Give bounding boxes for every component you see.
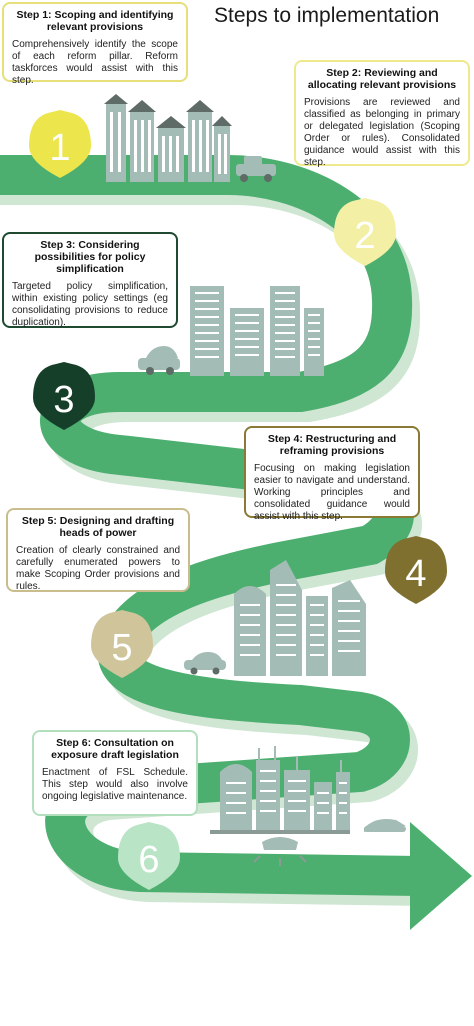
- step-number-4: 4: [405, 553, 426, 595]
- car-1: [236, 156, 276, 182]
- step-1-box: Step 1: Scoping and identifying relevant…: [2, 2, 188, 86]
- step-6-heading: Step 6: Consultation on exposure draft l…: [51, 737, 179, 761]
- step-4-heading: Step 4: Restructuring and reframing prov…: [267, 433, 397, 457]
- step-1-heading: Step 1: Scoping and identifying relevant…: [16, 9, 174, 33]
- step-marker-3: [33, 362, 95, 430]
- step-2-box: Step 2: Reviewing and allocating relevan…: [294, 60, 470, 168]
- step-4-body: Focusing on making legislation easier to…: [254, 463, 410, 522]
- page-title: Steps to implementation: [214, 4, 440, 27]
- step-number-2: 2: [354, 215, 375, 257]
- step-number-6: 6: [138, 839, 159, 881]
- step-marker-1: [29, 110, 91, 178]
- step-marker-6: [118, 822, 180, 890]
- step-2-body: Provisions are reviewed and classified a…: [304, 97, 460, 168]
- step-3-heading: Step 3: Considering possibilities for po…: [34, 239, 146, 275]
- car-4: [364, 819, 406, 832]
- building-windows-1: [110, 112, 227, 174]
- step-6-body: Enactment of FSL Schedule. This step wou…: [42, 767, 188, 802]
- building-windows-4: [226, 770, 347, 814]
- step-5-body: Creation of clearly constrained and care…: [16, 545, 180, 592]
- lamp-icon: [253, 837, 307, 866]
- road-arrow-head: [410, 822, 472, 930]
- car-2: [138, 346, 180, 375]
- step-3-body: Targeted policy simplification, within e…: [12, 281, 168, 328]
- step-1-body: Comprehensively identify the scope of ea…: [12, 39, 178, 86]
- winding-road: [0, 155, 421, 896]
- step-5-box: Step 5: Designing and drafting heads of …: [6, 508, 190, 592]
- step-marker-2: [334, 198, 396, 266]
- step-5-heading: Step 5: Designing and drafting heads of …: [21, 515, 175, 539]
- step-number-1: 1: [49, 127, 70, 169]
- step-4-box: Step 4: Restructuring and reframing prov…: [244, 426, 420, 522]
- step-marker-4: [385, 536, 447, 604]
- building-windows-2: [195, 292, 320, 358]
- step-3-box: Step 3: Considering possibilities for po…: [2, 232, 178, 328]
- step-6-box: Step 6: Consultation on exposure draft l…: [32, 730, 198, 816]
- step-2-heading: Step 2: Reviewing and allocating relevan…: [307, 67, 457, 91]
- step-number-3: 3: [53, 379, 74, 421]
- building-windows-3: [240, 584, 360, 656]
- step-number-5: 5: [111, 627, 132, 669]
- step-marker-5: [91, 610, 153, 678]
- car-3: [184, 652, 226, 675]
